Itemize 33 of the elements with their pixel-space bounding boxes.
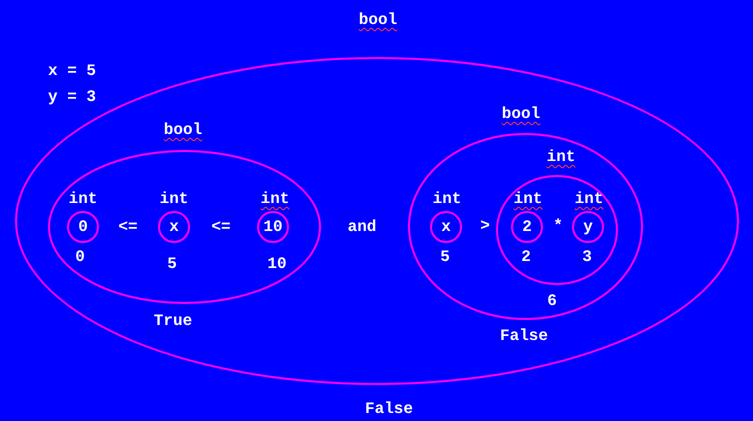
type-label: int — [514, 191, 542, 207]
value-label: True — [154, 313, 192, 329]
value-label: 3 — [582, 249, 592, 265]
type-label: int — [546, 149, 576, 165]
operator-label: <= — [211, 219, 231, 235]
type-label: int — [160, 191, 188, 207]
value-label: 5 — [440, 249, 450, 265]
operator-label: and — [348, 219, 376, 235]
node-text: 10 — [263, 219, 283, 235]
type-label: bool — [502, 106, 540, 122]
node-text: 2 — [522, 219, 532, 235]
value-label: False — [500, 328, 548, 344]
operator-label: * — [553, 218, 563, 234]
value-label: False — [365, 401, 413, 417]
type-label: int — [574, 191, 604, 207]
node-text: x — [441, 219, 451, 235]
operator-label: > — [480, 218, 490, 234]
type-label: int — [260, 191, 290, 207]
node-text: y — [583, 219, 593, 235]
type-label: int — [432, 191, 462, 207]
value-label: 5 — [167, 256, 177, 272]
node-text: x — [169, 219, 179, 235]
value-label: 0 — [75, 249, 85, 265]
value-label: 10 — [267, 256, 287, 272]
operator-label: <= — [118, 219, 138, 235]
value-label: 6 — [547, 293, 557, 309]
assignment-text: y = 3 — [48, 89, 96, 105]
assignment-text: x = 5 — [48, 63, 96, 79]
type-label: int — [68, 191, 98, 207]
value-label: 2 — [521, 249, 531, 265]
type-label: bool — [358, 12, 398, 28]
type-label: bool — [164, 122, 202, 138]
node-text: 0 — [78, 219, 88, 235]
